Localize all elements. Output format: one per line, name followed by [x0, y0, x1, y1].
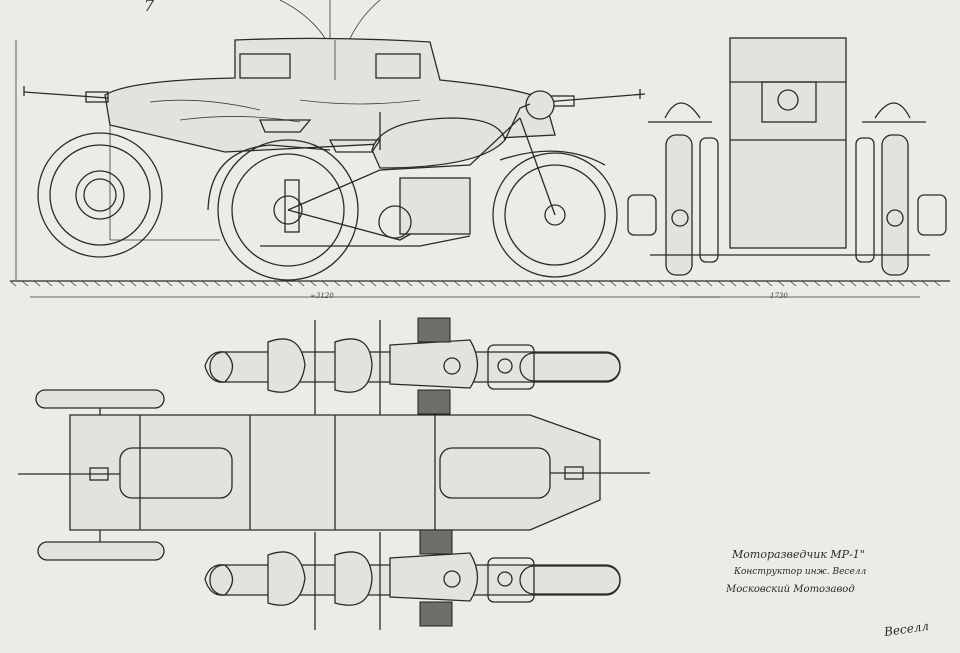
top-seat-icon-2 [334, 338, 373, 393]
top-motorcycle-lower [204, 529, 621, 630]
top-rear-light-2 [204, 564, 234, 596]
vision-slit-left [239, 53, 291, 79]
top-sidecar-wheel-lower [37, 541, 165, 561]
front-wheel-icon [492, 150, 618, 278]
drawing-title: Моторазведчик МР-1" [732, 548, 865, 561]
top-seat-icon-4 [334, 551, 373, 606]
top-hub-1 [497, 358, 513, 374]
designer-credit: Конструктор инж. Веселл [734, 567, 867, 577]
boxer-engine-icon [399, 177, 471, 235]
fuel-tank [371, 117, 506, 169]
front-headlamp-icon [777, 89, 799, 111]
front-armor-box [729, 37, 847, 249]
top-headlamp-1 [487, 344, 535, 390]
flywheel-cover [378, 205, 412, 239]
top-cap-1 [443, 357, 461, 375]
front-left-wheel-icon [627, 102, 719, 276]
rider-seat-icon [259, 119, 312, 133]
top-seat-icon-3 [267, 551, 306, 606]
front-right-wheel-icon [855, 102, 947, 276]
factory-name: Московский Мотозавод [726, 584, 855, 595]
main-frame [287, 117, 521, 211]
top-cap-2 [443, 570, 461, 588]
front-fork [519, 117, 556, 216]
top-hub-2 [497, 571, 513, 587]
top-front-gun-icon [18, 467, 120, 481]
overall-width-dimension: 1730 [770, 292, 788, 300]
top-headlamp-2 [487, 557, 535, 603]
front-machine-gun-icon [23, 86, 109, 103]
passenger-seat-icon [328, 139, 382, 153]
vision-slit-right [375, 53, 421, 79]
top-motorcycle-upper [204, 317, 621, 415]
top-tank-icon-2 [389, 552, 479, 602]
overall-length-dimension: ≈3120 [310, 292, 334, 300]
sidecar-wheel-icon [37, 132, 163, 258]
top-front-wheel-1 [519, 352, 621, 382]
top-sidecar-wheel-upper [35, 389, 165, 409]
front-view [627, 37, 947, 276]
rear-machine-gun-icon [544, 89, 646, 107]
sheet-number: 7 [144, 0, 155, 15]
top-cylinder-icon-2b [419, 601, 453, 627]
top-seat-icon-1 [267, 338, 306, 393]
front-hatch [761, 81, 817, 123]
top-rear-light-1 [204, 351, 234, 383]
ground-hatching [9, 280, 941, 287]
top-tank-icon-1 [389, 339, 479, 389]
handlebar-icon [504, 103, 531, 141]
top-view [18, 317, 650, 630]
top-rear-gun-icon [550, 466, 650, 480]
rear-wheel-icon [207, 139, 359, 281]
top-turret-left [119, 447, 233, 499]
side-view [9, 37, 950, 298]
title-block: Моторазведчик МР-1" Конструктор инж. Вес… [726, 548, 867, 595]
exhaust-pipe [260, 235, 471, 247]
top-front-wheel-2 [519, 565, 621, 595]
suspension-strut [284, 179, 300, 233]
headlamp-icon [525, 90, 555, 120]
top-cylinder-icon-1b [417, 389, 451, 415]
top-cylinder-icon-2a [419, 529, 453, 555]
top-cylinder-icon-1a [417, 317, 451, 343]
